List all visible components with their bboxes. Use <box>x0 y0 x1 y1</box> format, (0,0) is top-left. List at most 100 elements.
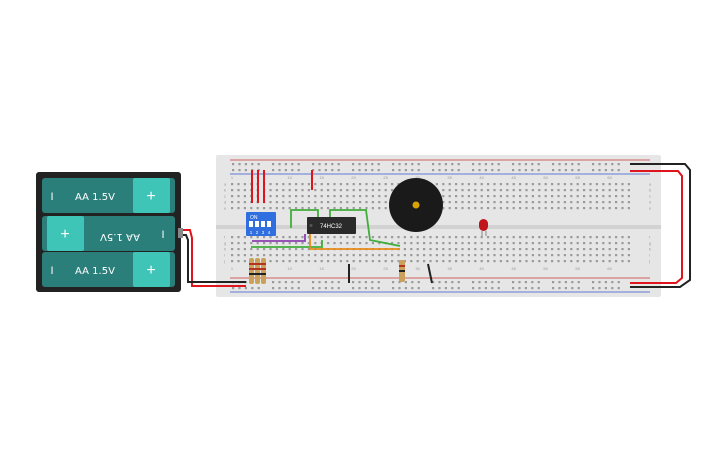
breadboard-hole <box>442 236 445 239</box>
breadboard-hole <box>621 195 624 198</box>
breadboard-hole <box>398 163 401 166</box>
breadboard-row-letter: i <box>224 253 225 258</box>
breadboard-hole <box>416 260 419 263</box>
breadboard-hole <box>417 169 420 172</box>
breadboard-hole <box>474 189 477 192</box>
breadboard-hole <box>238 169 241 172</box>
breadboard-hole <box>352 236 355 239</box>
red-led[interactable] <box>479 219 488 236</box>
breadboard-hole <box>377 287 380 290</box>
breadboard-column-number: 45 <box>511 266 516 271</box>
battery-cell-1[interactable]: + I AA 1.5V <box>42 178 175 213</box>
breadboard-hole <box>275 254 278 257</box>
breadboard-hole <box>615 207 618 210</box>
breadboard-hole <box>352 207 355 210</box>
breadboard-hole <box>577 169 580 172</box>
breadboard-hole <box>557 207 560 210</box>
breadboard-hole <box>518 287 521 290</box>
breadboard-hole <box>297 281 300 284</box>
breadboard-hole <box>467 242 470 245</box>
breadboard-hole <box>506 189 509 192</box>
breadboard-hole <box>307 195 310 198</box>
breadboard-hole <box>384 201 387 204</box>
breadboard-hole <box>611 163 614 166</box>
breadboard-hole <box>295 236 298 239</box>
battery-cell-3[interactable]: + I AA 1.5V <box>42 252 175 287</box>
battery-cell-2[interactable]: + I AA 1.5V <box>42 216 175 251</box>
breadboard-hole <box>391 183 394 186</box>
breadboard-hole <box>552 163 555 166</box>
rail-power-jumper-wire[interactable] <box>630 170 683 284</box>
resistor-1[interactable] <box>249 258 254 284</box>
breadboard-hole <box>312 287 315 290</box>
breadboard-hole <box>365 189 368 192</box>
breadboard-hole <box>403 248 406 251</box>
breadboard-hole <box>231 260 234 263</box>
resistor-2[interactable] <box>255 258 260 284</box>
breadboard-hole <box>364 169 367 172</box>
dip-switch[interactable]: ON 1 2 3 4 <box>246 212 276 236</box>
black-jumper-wire-2[interactable] <box>427 263 433 284</box>
breadboard-hole <box>301 207 304 210</box>
breadboard-hole <box>263 248 266 251</box>
orange-wire[interactable] <box>309 234 400 250</box>
battery-red-wire[interactable] <box>183 229 246 287</box>
breadboard-hole <box>352 287 355 290</box>
breadboard-hole <box>435 260 438 263</box>
breadboard-hole <box>278 169 281 172</box>
breadboard-hole <box>531 169 534 172</box>
breadboard-hole <box>576 183 579 186</box>
resistor-single[interactable] <box>399 260 405 282</box>
breadboard-hole <box>295 189 298 192</box>
breadboard-hole <box>346 260 349 263</box>
breadboard-hole <box>519 260 522 263</box>
resistor-group[interactable] <box>249 258 266 284</box>
dip-switch-toggle-4[interactable] <box>267 221 271 227</box>
breadboard-hole <box>352 183 355 186</box>
green-wire-3[interactable] <box>251 240 323 248</box>
breadboard-hole <box>314 189 317 192</box>
breadboard-hole <box>627 248 630 251</box>
breadboard-hole <box>404 287 407 290</box>
breadboard-hole <box>455 201 458 204</box>
purple-wire[interactable] <box>252 234 306 242</box>
green-wire-2[interactable] <box>329 209 401 247</box>
rail-ground-jumper-wire[interactable] <box>630 163 691 288</box>
breadboard-row-letter: f <box>649 235 651 240</box>
breadboard-hole <box>307 189 310 192</box>
dip-switch-toggle-1[interactable] <box>249 221 253 227</box>
breadboard-hole <box>608 242 611 245</box>
breadboard-hole <box>538 236 541 239</box>
breadboard-hole <box>352 242 355 245</box>
resistor-3[interactable] <box>261 258 266 284</box>
breadboard-row-letter: g <box>224 241 226 246</box>
breadboard-hole <box>621 183 624 186</box>
breadboard-hole <box>474 236 477 239</box>
green-wire-1[interactable] <box>290 209 319 228</box>
breadboard-hole <box>331 287 334 290</box>
breadboard-hole <box>269 260 272 263</box>
breadboard-hole <box>404 281 407 284</box>
battery-black-wire[interactable] <box>183 234 246 283</box>
ic-chip[interactable]: 74HC32 <box>307 217 356 234</box>
breadboard-hole <box>331 163 334 166</box>
breadboard-hole <box>558 163 561 166</box>
piezo-buzzer[interactable] <box>389 178 443 232</box>
dip-switch-number-2: 2 <box>256 230 259 235</box>
breadboard-hole <box>493 195 496 198</box>
breadboard-hole <box>256 248 259 251</box>
breadboard-hole <box>512 242 515 245</box>
breadboard-hole <box>499 189 502 192</box>
breadboard-hole <box>467 183 470 186</box>
breadboard-hole <box>312 163 315 166</box>
breadboard-hole <box>432 287 435 290</box>
breadboard-hole <box>243 248 246 251</box>
breadboard[interactable]: 1155101015152020252530303535404045455050… <box>216 155 661 297</box>
breadboard-hole <box>512 189 515 192</box>
dip-switch-toggle-2[interactable] <box>255 221 259 227</box>
battery-pack[interactable]: + I AA 1.5V + I AA 1.5V + I AA 1.5V <box>36 172 183 292</box>
breadboard-hole <box>314 207 317 210</box>
breadboard-hole <box>243 189 246 192</box>
breadboard-hole <box>538 260 541 263</box>
dip-switch-toggle-3[interactable] <box>261 221 265 227</box>
